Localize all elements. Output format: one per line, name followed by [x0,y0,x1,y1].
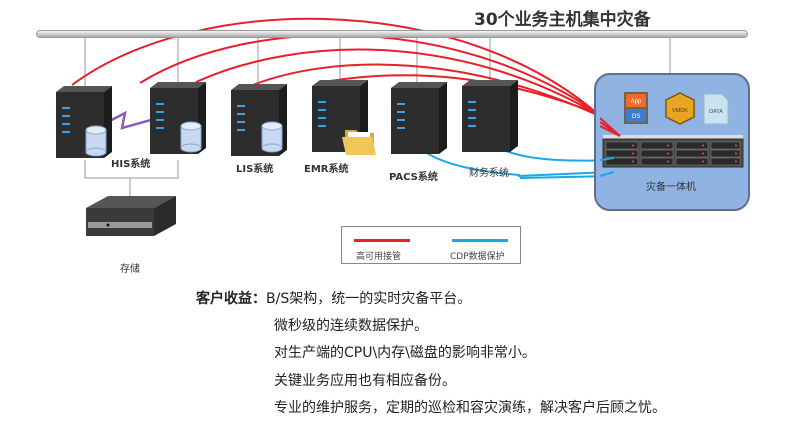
os-label: OS [632,114,641,120]
data-file-icon: DATA [703,93,729,125]
folder-icon [342,130,376,155]
app-label: App [631,99,642,105]
data-label: DATA [709,109,723,115]
system-label-pacs: PACS系统 [389,172,438,183]
legend-cdp-swatch [452,239,508,242]
app-os-icon: App OS [624,92,648,124]
ha-link [195,48,621,129]
vmdk-label: VMDK [672,108,688,114]
benefits-label: 客户收益： [196,291,266,307]
storage-icon [86,196,176,236]
benefit-item: 微秒级的连续数据保护。 [274,318,428,334]
cdp-links [419,144,613,179]
server-icon [391,82,447,154]
legend: 高可用接管 CDP数据保护 [341,226,521,264]
vmdk-icon: VMDK [665,92,695,125]
server-group [56,80,518,158]
his-bracket [84,160,179,179]
benefit-item: 对生产端的CPU\内存\磁盘的影响非常小。 [274,345,536,361]
database-icon [85,125,107,157]
storage-label: 存储 [120,264,140,275]
diagram-title: 30个业务主机集中灾备 [474,10,651,30]
benefit-item: B/S架构，统一的实时灾备平台。 [266,291,472,307]
ha-link [71,17,619,134]
dr-appliance-contents: App OS VMDK DATA [602,92,744,168]
system-label-his: HIS系统 [111,159,151,170]
server-icon [462,80,518,152]
legend-ha-label: 高可用接管 [356,252,402,262]
network-bus [36,30,748,38]
database-group [85,121,283,157]
dr-appliance-label: 灾备一体机 [646,182,696,193]
ha-link [329,74,623,125]
legend-ha-swatch [354,239,410,242]
system-label-finance: 财务系统 [469,168,509,179]
database-icon [261,121,283,153]
legend-cdp-label: CDP数据保护 [450,252,505,262]
dr-rack-icon [602,135,744,168]
network-drops [84,38,671,198]
system-label-lis: LIS系统 [236,164,274,175]
dr-link-endpoints [600,117,621,177]
benefit-item: 专业的维护服务，定期的巡检和容灾演练，解决客户后顾之忧。 [274,400,666,416]
benefit-item: 关键业务应用也有相应备份。 [274,373,456,389]
database-icon [180,121,202,153]
system-label-emr: EMR系统 [304,164,349,175]
